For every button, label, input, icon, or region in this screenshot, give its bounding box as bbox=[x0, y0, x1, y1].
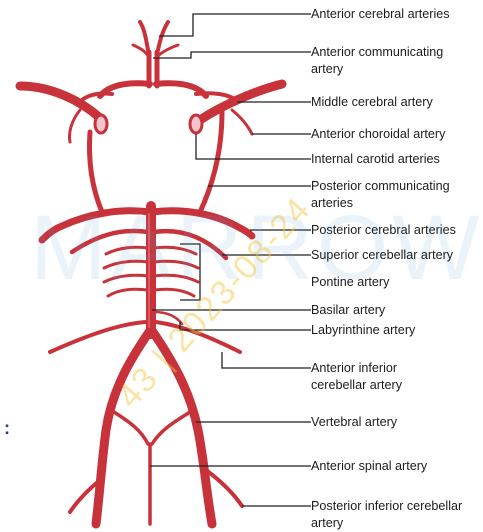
anterior-cerebral-arteries bbox=[100, 83, 206, 96]
superior-cerebellar-left bbox=[72, 231, 148, 252]
anterior-choroidal-right bbox=[232, 110, 252, 134]
posterior-communicating-right bbox=[200, 112, 222, 212]
anterior-inferior-cerebellar-left bbox=[50, 322, 146, 352]
internal-carotid-right-lumen bbox=[190, 115, 202, 133]
leader-anterior-cerebral bbox=[159, 14, 311, 36]
label-anterior-spinal-artery: Anterior spinal artery bbox=[311, 458, 427, 475]
vertebral-artery-left bbox=[96, 332, 149, 524]
leader-lines bbox=[150, 14, 311, 506]
posterior-communicating-left bbox=[90, 132, 103, 212]
side-mark: : bbox=[4, 418, 10, 439]
anterior-inferior-cerebellar-right bbox=[156, 322, 240, 352]
posterior-cerebral-left bbox=[42, 211, 150, 240]
label-internal-carotid-arteries: Internal carotid arteries bbox=[311, 151, 440, 168]
label-anterior-choroidal-artery: Anterior choroidal artery bbox=[311, 126, 445, 143]
anterior-spinal-artery bbox=[114, 412, 190, 524]
label-superior-cerebellar-artery: Superior cerebellar artery bbox=[311, 247, 453, 264]
internal-carotid-left-lumen bbox=[95, 115, 107, 133]
label-basilar-artery: Basilar artery bbox=[311, 302, 385, 319]
leader-labyrinthine bbox=[180, 322, 311, 330]
leader-internal-carotid bbox=[196, 134, 311, 159]
middle-cerebral-artery-left bbox=[20, 86, 100, 118]
label-posterior-cerebral-arteries: Posterior cerebral arteries bbox=[311, 222, 456, 239]
label-posterior-communicating-arteries: Posterior communicating arteries bbox=[311, 178, 476, 212]
label-pontine-artery: Pontine artery bbox=[311, 274, 389, 291]
vertebral-artery-right bbox=[153, 332, 212, 524]
label-labyrinthine-artery: Labyrinthine artery bbox=[311, 322, 415, 339]
label-anterior-cerebral-arteries: Anterior cerebral arteries bbox=[311, 6, 450, 23]
anterior-communicating-artery bbox=[149, 52, 157, 86]
label-posterior-inferior-cerebellar-artery: Posterior inferior cerebellar artery bbox=[311, 498, 483, 532]
label-vertebral-artery: Vertebral artery bbox=[311, 414, 397, 431]
label-middle-cerebral-artery: Middle cerebral artery bbox=[311, 94, 433, 111]
label-anterior-inferior-cerebellar-artery: Anterior inferior cerebellar artery bbox=[311, 360, 431, 394]
artery-network bbox=[20, 22, 282, 524]
leader-anterior-inferior-cerebellar bbox=[222, 352, 311, 368]
leader-anterior-communicating bbox=[153, 52, 311, 58]
label-anterior-communicating-artery: Anterior communicating artery bbox=[311, 44, 476, 78]
anterior-choroidal-left bbox=[69, 110, 80, 142]
